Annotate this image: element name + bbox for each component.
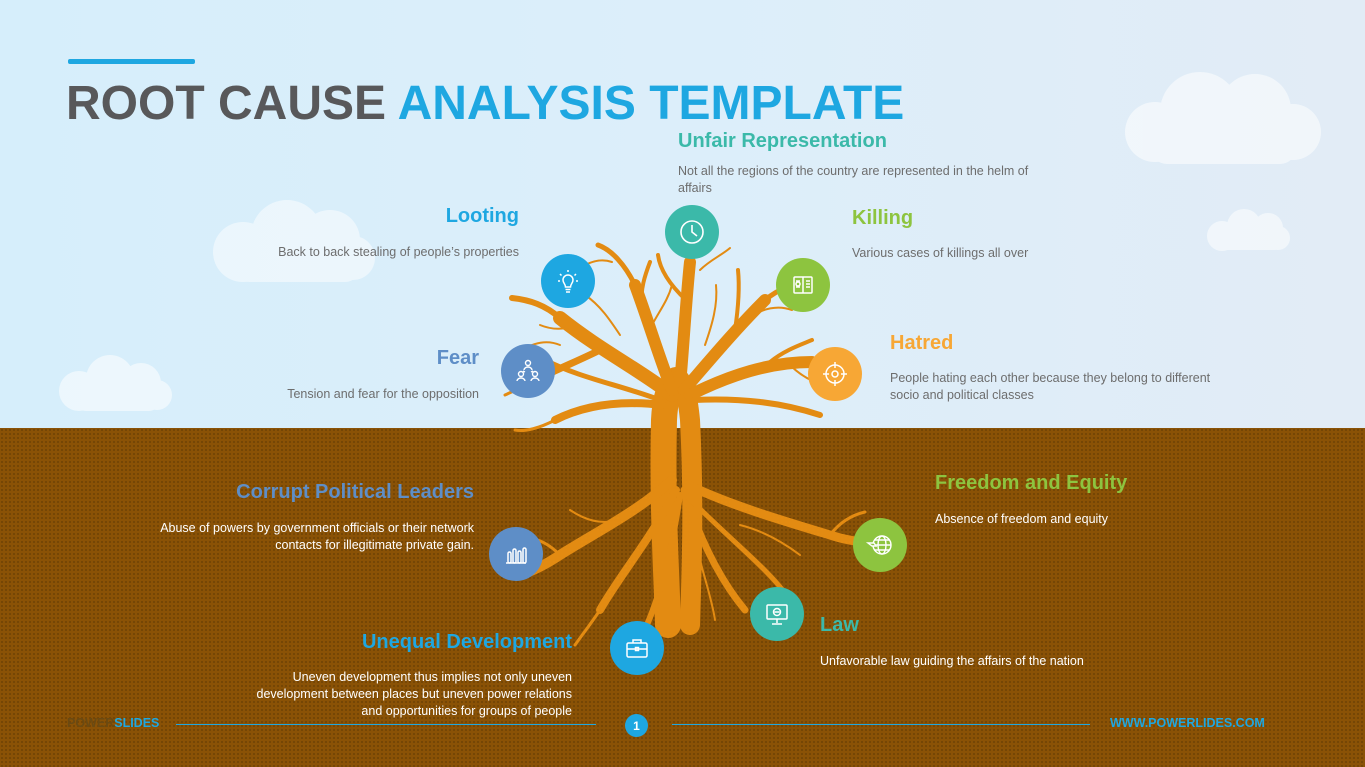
unfair-representation-icon <box>665 205 719 259</box>
unfair-representation-title: Unfair Representation <box>678 130 887 152</box>
unequal-development-title: Unequal Development <box>361 631 572 653</box>
clock-icon <box>680 220 704 244</box>
unequal-development-desc-line2: development between places but uneven po… <box>256 687 573 701</box>
looting-icon <box>541 254 595 308</box>
corrupt-leaders-desc: Abuse of powers by government officials … <box>104 520 474 554</box>
briefcase-icon <box>626 639 648 658</box>
globe-icon <box>865 535 892 555</box>
page-title: ROOT CAUSE ANALYSIS TEMPLATE <box>66 76 904 131</box>
law-title: Law <box>820 614 859 636</box>
fear-icon <box>501 344 555 398</box>
cloud-decoration <box>1207 209 1290 251</box>
target-icon <box>823 362 847 386</box>
unequal-development-desc: Uneven development thus implies not only… <box>192 669 573 720</box>
freedom-equity-title: Freedom and Equity <box>935 472 1128 494</box>
cloud-decoration <box>213 200 375 282</box>
looting-desc: Back to back stealing of people’s proper… <box>278 245 519 259</box>
unequal-development-icon <box>610 621 664 675</box>
hatred-icon <box>808 347 862 401</box>
hatred-desc-line1: People hating each other because they be… <box>890 371 1211 385</box>
footer-line-left <box>176 724 596 725</box>
unequal-development-desc-line1: Uneven development thus implies not only… <box>292 670 572 684</box>
footer-line-right <box>672 724 1090 725</box>
people-network-icon <box>516 359 540 382</box>
lightbulb-icon <box>558 270 578 293</box>
newspaper-icon <box>793 276 813 294</box>
fear-desc: Tension and fear for the opposition <box>287 387 479 401</box>
hatred-desc: People hating each other because they be… <box>890 370 1250 404</box>
monitor-icon <box>766 604 788 625</box>
unequal-development-desc-line3: and opportunities for groups of people <box>361 704 572 718</box>
footer-brand: POWERSLIDES <box>67 716 159 730</box>
title-accent-bar <box>68 59 195 64</box>
hatred-desc-line2: socio and political classes <box>890 388 1034 402</box>
bar-chart-icon <box>506 547 527 564</box>
footer-url[interactable]: WWW.POWERLIDES.COM <box>1110 716 1265 730</box>
hatred-title: Hatred <box>890 332 954 354</box>
page-title-part2: ANALYSIS TEMPLATE <box>397 77 905 130</box>
corrupt-leaders-desc-line2: contacts for illegitimate private gain. <box>275 538 474 552</box>
corrupt-leaders-title: Corrupt Political Leaders <box>236 481 474 503</box>
footer-brand-part1: POWER <box>67 716 115 730</box>
killing-title: Killing <box>852 207 914 229</box>
killing-icon <box>776 258 830 312</box>
cloud-decoration <box>1125 72 1321 164</box>
freedom-equity-desc: Absence of freedom and equity <box>935 512 1109 526</box>
freedom-equity-icon <box>853 518 907 572</box>
law-icon <box>750 587 804 641</box>
footer-brand-part2: SLIDES <box>114 716 160 730</box>
law-desc: Unfavorable law guiding the affairs of t… <box>820 654 1084 668</box>
page-number: 1 <box>625 714 648 737</box>
killing-desc: Various cases of killings all over <box>852 246 1029 260</box>
cloud-decoration <box>59 355 172 411</box>
page-title-part1: ROOT CAUSE <box>66 77 387 130</box>
looting-title: Looting <box>445 205 519 227</box>
unfair-representation-desc: Not all the regions of the country are r… <box>678 164 1029 195</box>
fear-title: Fear <box>436 347 479 369</box>
corrupt-leaders-desc-line1: Abuse of powers by government officials … <box>160 521 474 535</box>
corrupt-leaders-icon <box>489 527 543 581</box>
